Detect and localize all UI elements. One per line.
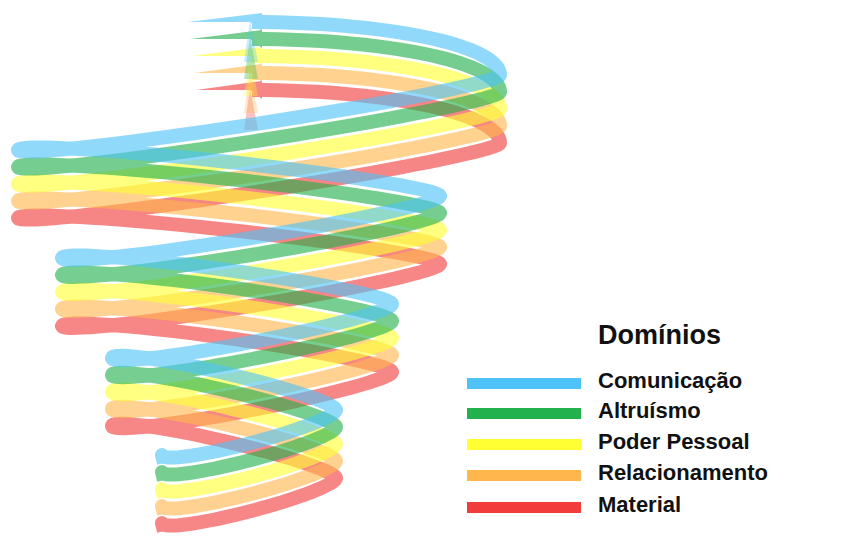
legend-swatch (467, 378, 581, 389)
legend-label: Altruísmo (598, 398, 701, 424)
arrow-shadow (244, 20, 258, 62)
legend-label: Material (598, 492, 681, 518)
legend-label: Poder Pessoal (598, 429, 750, 455)
legend-label: Relacionamento (598, 460, 768, 486)
legend-swatch (467, 502, 581, 513)
spiral-band (18, 13, 500, 463)
legend-label: Comunicação (598, 368, 742, 394)
spiral-stroke (18, 22, 500, 463)
legend-title: Domínios (598, 320, 721, 351)
legend-swatch (467, 408, 581, 419)
legend-swatch (467, 439, 581, 450)
legend-swatch (467, 470, 581, 481)
